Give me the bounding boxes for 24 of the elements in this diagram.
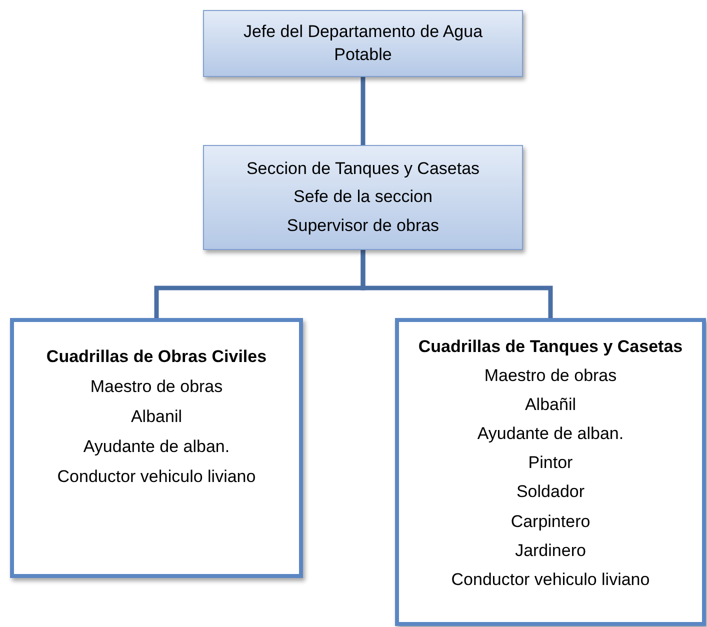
role-text: Carpintero — [510, 510, 590, 533]
connector-line — [360, 77, 366, 145]
role-text: Maestro de obras — [90, 376, 223, 398]
role-text: Jardinero — [515, 540, 586, 562]
role-text: Albanil — [130, 406, 182, 428]
role-text: Sefe de la seccion — [294, 186, 432, 208]
role-text: Albañil — [524, 394, 576, 416]
role-text: Supervisor de obras — [286, 214, 440, 237]
position-box — [203, 145, 523, 250]
position-box — [203, 10, 523, 77]
role-text: Ayudante de alban. — [477, 423, 624, 446]
role-text: Maestro de obras — [484, 365, 617, 388]
connector-line — [360, 250, 553, 318]
role-text: Jefe del Departamento de Agua Potable — [242, 21, 484, 66]
group-heading: Cuadrillas de Tanques y Casetas — [418, 336, 683, 358]
role-text: Soldador — [516, 481, 585, 504]
role-text: Seccion de Tanques y Casetas — [246, 158, 480, 180]
crew-box — [10, 318, 303, 578]
crew-box — [395, 318, 706, 626]
group-heading: Cuadrillas de Obras Civiles — [46, 346, 267, 368]
role-text: Conductor vehiculo liviano — [451, 568, 650, 591]
role-text: Pintor — [528, 452, 573, 474]
role-text: Conductor vehiculo liviano — [57, 466, 256, 488]
role-text: Ayudante de alban. — [83, 436, 230, 458]
